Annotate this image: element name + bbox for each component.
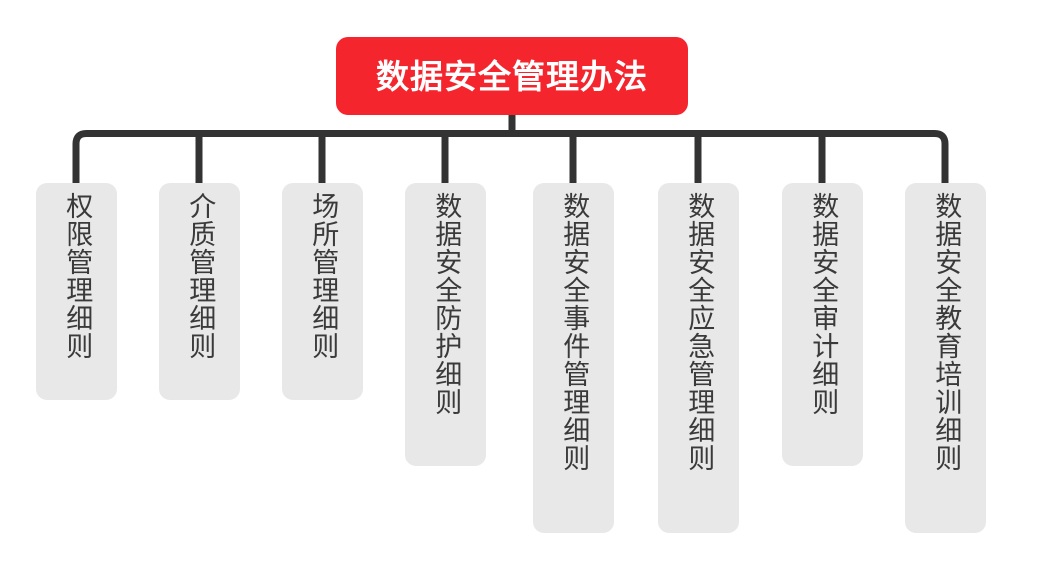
root-node-label: 数据安全管理办法 [376,56,648,96]
child-node-5[interactable]: 数据安全事件管理细则 [532,183,614,533]
child-node-4[interactable]: 数据安全防护细则 [404,183,486,466]
child-node-1-label: 权限管理细则 [61,192,93,360]
child-node-2-label: 介质管理细则 [184,192,216,360]
child-node-5-label: 数据安全事件管理细则 [558,192,590,472]
root-node[interactable]: 数据安全管理办法 [336,37,688,115]
child-node-3-label: 场所管理细则 [307,192,339,360]
child-node-7[interactable]: 数据安全审计细则 [781,183,863,466]
child-node-6[interactable]: 数据安全应急管理细则 [657,183,739,533]
child-node-1[interactable]: 权限管理细则 [35,183,117,400]
child-node-3[interactable]: 场所管理细则 [281,183,363,400]
child-node-4-label: 数据安全防护细则 [430,192,462,416]
child-node-6-label: 数据安全应急管理细则 [683,192,715,472]
connector-bus [72,130,949,183]
child-node-7-label: 数据安全审计细则 [807,192,839,416]
child-node-2[interactable]: 介质管理细则 [158,183,240,400]
child-node-8-label: 数据安全教育培训细则 [930,192,962,472]
child-node-8[interactable]: 数据安全教育培训细则 [904,183,986,533]
